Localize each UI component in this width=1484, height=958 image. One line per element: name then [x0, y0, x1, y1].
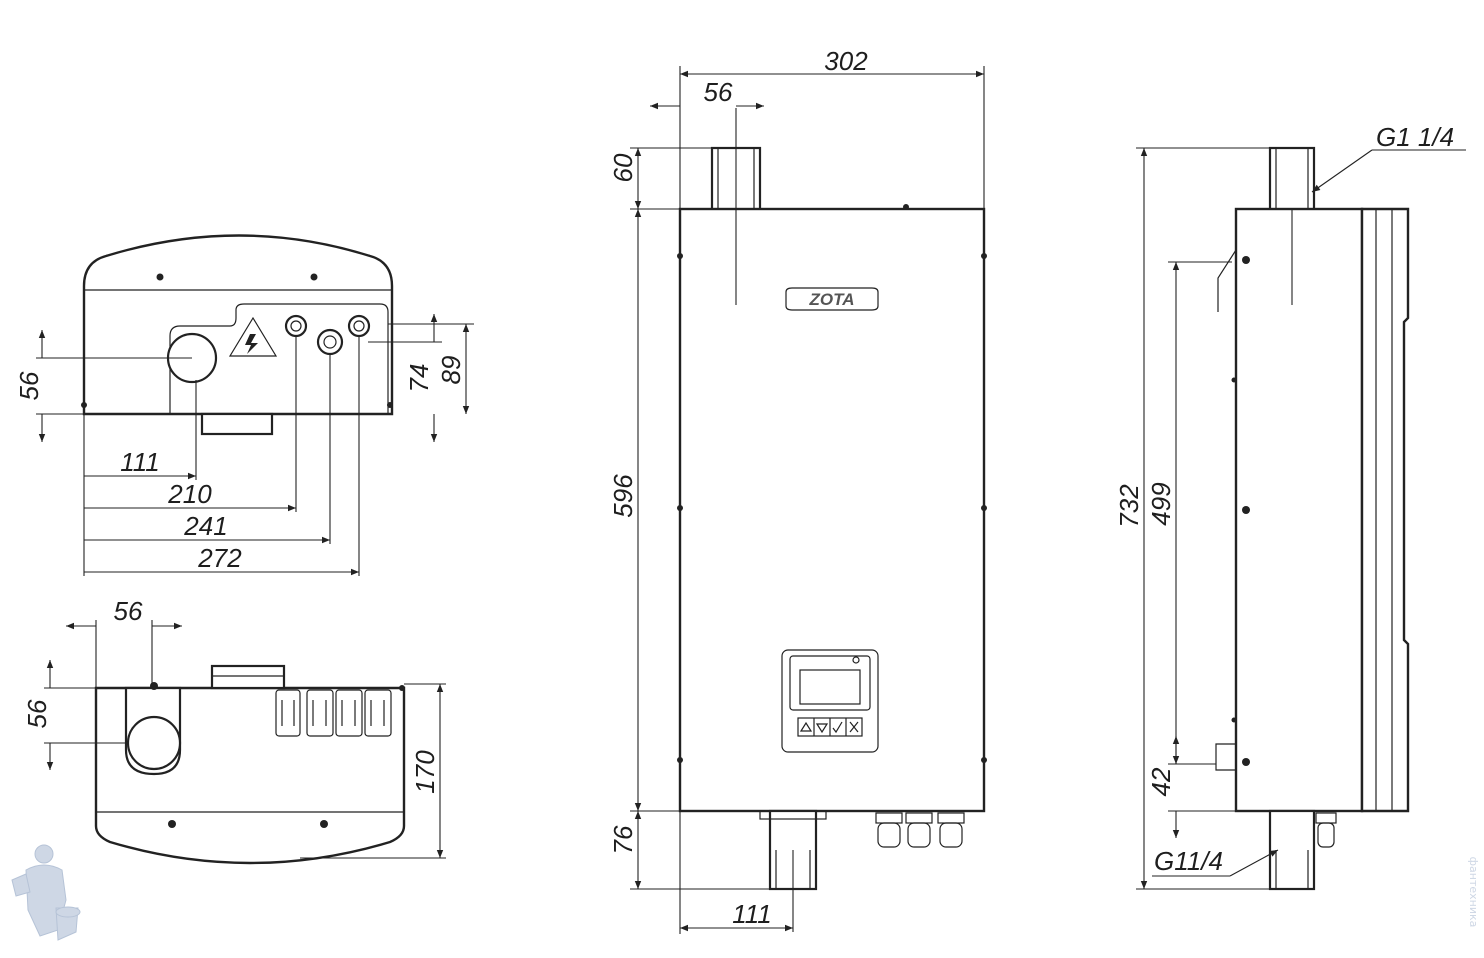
side-bottom-42: 42	[1146, 767, 1176, 796]
front-view: ZOTA 302 56	[608, 46, 987, 934]
plumber-mascot-icon	[11, 844, 81, 941]
front-top-pipe-60: 60	[608, 153, 638, 182]
brand-logo: ZOTA	[808, 290, 854, 309]
bottom-view: 56 56 170	[22, 596, 446, 865]
watermark-text: фантехника	[1467, 857, 1480, 928]
side-view: 732 499 42 G1 1/4 G11/4	[1114, 122, 1466, 891]
bottom-height-56: 56	[22, 699, 52, 728]
front-width-302: 302	[824, 46, 868, 76]
thread-bottom-label: G11/4	[1154, 846, 1223, 876]
top-offset-111: 111	[120, 447, 160, 477]
front-pipe-56: 56	[704, 77, 733, 107]
top-offset-272: 272	[197, 543, 242, 573]
top-offset-210: 210	[167, 479, 212, 509]
top-height-89: 89	[436, 356, 466, 385]
front-bottom-pipe-76: 76	[608, 825, 638, 854]
bottom-width-56: 56	[114, 596, 143, 626]
top-height-74: 74	[404, 364, 434, 393]
top-view: 111 210 241 272 56 74 89	[14, 234, 474, 576]
thread-top-label: G1 1/4	[1376, 122, 1454, 152]
side-mount-499: 499	[1146, 482, 1176, 525]
side-height-732: 732	[1114, 484, 1144, 528]
bottom-depth-170: 170	[410, 750, 440, 794]
top-offset-241: 241	[183, 511, 227, 541]
top-height-56: 56	[14, 371, 44, 400]
front-offset-111: 111	[732, 899, 772, 929]
watermark: фантехника	[11, 844, 1480, 941]
front-height-596: 596	[608, 474, 638, 518]
